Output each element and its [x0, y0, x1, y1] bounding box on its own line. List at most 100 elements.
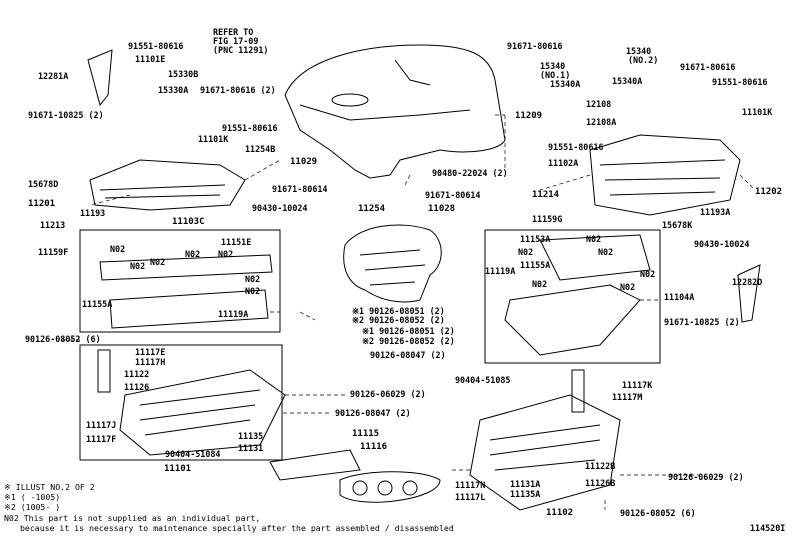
part-label[interactable]: 11115	[352, 429, 380, 439]
part-label[interactable]: 90404-51084	[165, 449, 221, 459]
part-label[interactable]: N02	[620, 282, 636, 292]
part-label[interactable]: 15340	[540, 61, 566, 71]
part-label[interactable]: N02	[640, 269, 656, 279]
part-label[interactable]: 90126-08047 (2)	[335, 408, 411, 418]
part-label[interactable]: ※1 90126-08051 (2)	[352, 306, 445, 316]
part-label[interactable]: 90126-06029 (2)	[350, 389, 426, 399]
part-label[interactable]: 11159G	[532, 214, 563, 224]
part-label[interactable]: 11119A	[485, 266, 516, 276]
part-label[interactable]: 90126-08052 (6)	[25, 334, 101, 344]
part-label[interactable]: N02	[532, 279, 548, 289]
part-label[interactable]: N02	[130, 261, 146, 271]
part-label[interactable]: 11126B	[585, 478, 616, 488]
gasket-11116-bore-2	[377, 480, 393, 496]
part-label[interactable]: N02	[586, 234, 602, 244]
part-label[interactable]: 11254B	[245, 144, 276, 154]
part-label[interactable]: (NO.1)	[540, 70, 571, 80]
part-label[interactable]: 11254	[358, 204, 386, 214]
part-label[interactable]: N02	[150, 257, 166, 267]
part-label[interactable]: 90126-06029 (2)	[668, 472, 744, 482]
part-label[interactable]: 12282D	[732, 277, 763, 287]
part-label[interactable]: 90126-08047 (2)	[370, 350, 446, 360]
part-label[interactable]: N02	[218, 249, 234, 259]
part-label[interactable]: 15330A	[158, 85, 189, 95]
part-label[interactable]: 91551-80616	[548, 142, 604, 152]
part-label[interactable]: 15678K	[662, 220, 693, 230]
part-label[interactable]: 11155A	[520, 260, 551, 270]
part-label[interactable]: 11102	[546, 508, 574, 518]
part-label[interactable]: 91671-10825 (2)	[28, 110, 104, 120]
gasket-11116-bore-1	[352, 480, 368, 496]
part-label[interactable]: 11117K	[622, 380, 653, 390]
part-label[interactable]: N02	[245, 274, 261, 284]
part-label[interactable]: 90430-10024	[694, 239, 750, 249]
part-label[interactable]: N02	[518, 247, 534, 257]
part-label[interactable]: 15330B	[168, 69, 199, 79]
part-label[interactable]: 11104A	[664, 292, 695, 302]
part-label[interactable]: 11116	[360, 442, 388, 452]
part-label[interactable]: 91671-80616	[680, 62, 736, 72]
part-label[interactable]: 11101K	[198, 134, 229, 144]
part-label[interactable]: 91671-80614	[272, 184, 328, 194]
part-label[interactable]: 11151E	[221, 237, 252, 247]
part-label[interactable]: 90480-22024 (2)	[432, 168, 508, 178]
part-label[interactable]: 11119A	[218, 309, 249, 319]
part-label[interactable]: 12108	[586, 99, 612, 109]
part-label[interactable]: 11135	[238, 431, 264, 441]
part-label[interactable]: 11117F	[86, 434, 117, 444]
part-label[interactable]: 91671-10825 (2)	[664, 317, 740, 327]
part-label[interactable]: 11153A	[520, 234, 551, 244]
part-label[interactable]: N02	[245, 286, 261, 296]
part-label[interactable]: ※2 90126-08052 (2)	[362, 336, 455, 346]
part-label[interactable]: 11213	[40, 220, 66, 230]
part-label[interactable]: 11193	[80, 208, 106, 218]
part-label[interactable]: 11159F	[38, 247, 69, 257]
part-label[interactable]: 91671-80614	[425, 190, 481, 200]
part-label[interactable]: 11101	[164, 464, 192, 474]
part-label[interactable]: 15340A	[550, 79, 581, 89]
part-label[interactable]: 11117J	[86, 420, 117, 430]
part-label[interactable]: N02	[110, 244, 126, 254]
part-label[interactable]: 90430-10024	[252, 203, 308, 213]
part-label[interactable]: 11201	[28, 199, 56, 209]
part-label[interactable]: 11117N	[455, 480, 486, 490]
part-label[interactable]: N02	[598, 247, 614, 257]
part-label[interactable]: 90126-08052 (6)	[620, 508, 696, 518]
part-label[interactable]: 11101E	[135, 54, 166, 64]
part-label[interactable]: 11117H	[135, 357, 166, 367]
part-label[interactable]: 91671-80616 (2)	[200, 85, 276, 95]
part-label[interactable]: 11202	[755, 187, 783, 197]
part-label[interactable]: 11028	[428, 204, 456, 214]
part-label[interactable]: 11101K	[742, 107, 773, 117]
part-label[interactable]: 91551-80616	[222, 123, 278, 133]
part-label[interactable]: ※1 90126-08051 (2)	[362, 326, 455, 336]
part-label[interactable]: 15340	[626, 46, 652, 56]
part-label[interactable]: 11155A	[82, 299, 113, 309]
part-label[interactable]: 15678D	[28, 179, 59, 189]
part-label[interactable]: (NO.2)	[628, 55, 659, 65]
part-label[interactable]: 91551-80616	[712, 77, 768, 87]
part-label[interactable]: 11214	[532, 190, 560, 200]
part-label[interactable]: 15340A	[612, 76, 643, 86]
part-label[interactable]: 11122	[124, 369, 150, 379]
part-label[interactable]: 11126	[124, 382, 150, 392]
part-label[interactable]: 11122B	[585, 461, 616, 471]
part-label[interactable]: 11029	[290, 157, 318, 167]
part-label[interactable]: 11131	[238, 443, 264, 453]
part-label[interactable]: ※2 90126-08052 (2)	[352, 315, 445, 325]
part-label[interactable]: 91551-80616	[128, 41, 184, 51]
part-label[interactable]: 11117E	[135, 347, 166, 357]
part-label[interactable]: 11117M	[612, 392, 643, 402]
part-label[interactable]: 11209	[515, 111, 543, 121]
part-label[interactable]: 11117L	[455, 492, 486, 502]
part-label[interactable]: 90404-51085	[455, 375, 511, 385]
part-label[interactable]: 11102A	[548, 158, 579, 168]
part-label[interactable]: 91671-80616	[507, 41, 563, 51]
part-label[interactable]: 11193A	[700, 207, 731, 217]
part-label[interactable]: 12281A	[38, 71, 69, 81]
part-label[interactable]: 11135A	[510, 489, 541, 499]
part-label[interactable]: N02	[185, 249, 201, 259]
part-label[interactable]: 11131A	[510, 479, 541, 489]
part-label[interactable]: 12108A	[586, 117, 617, 127]
part-label[interactable]: 11103C	[172, 217, 205, 227]
